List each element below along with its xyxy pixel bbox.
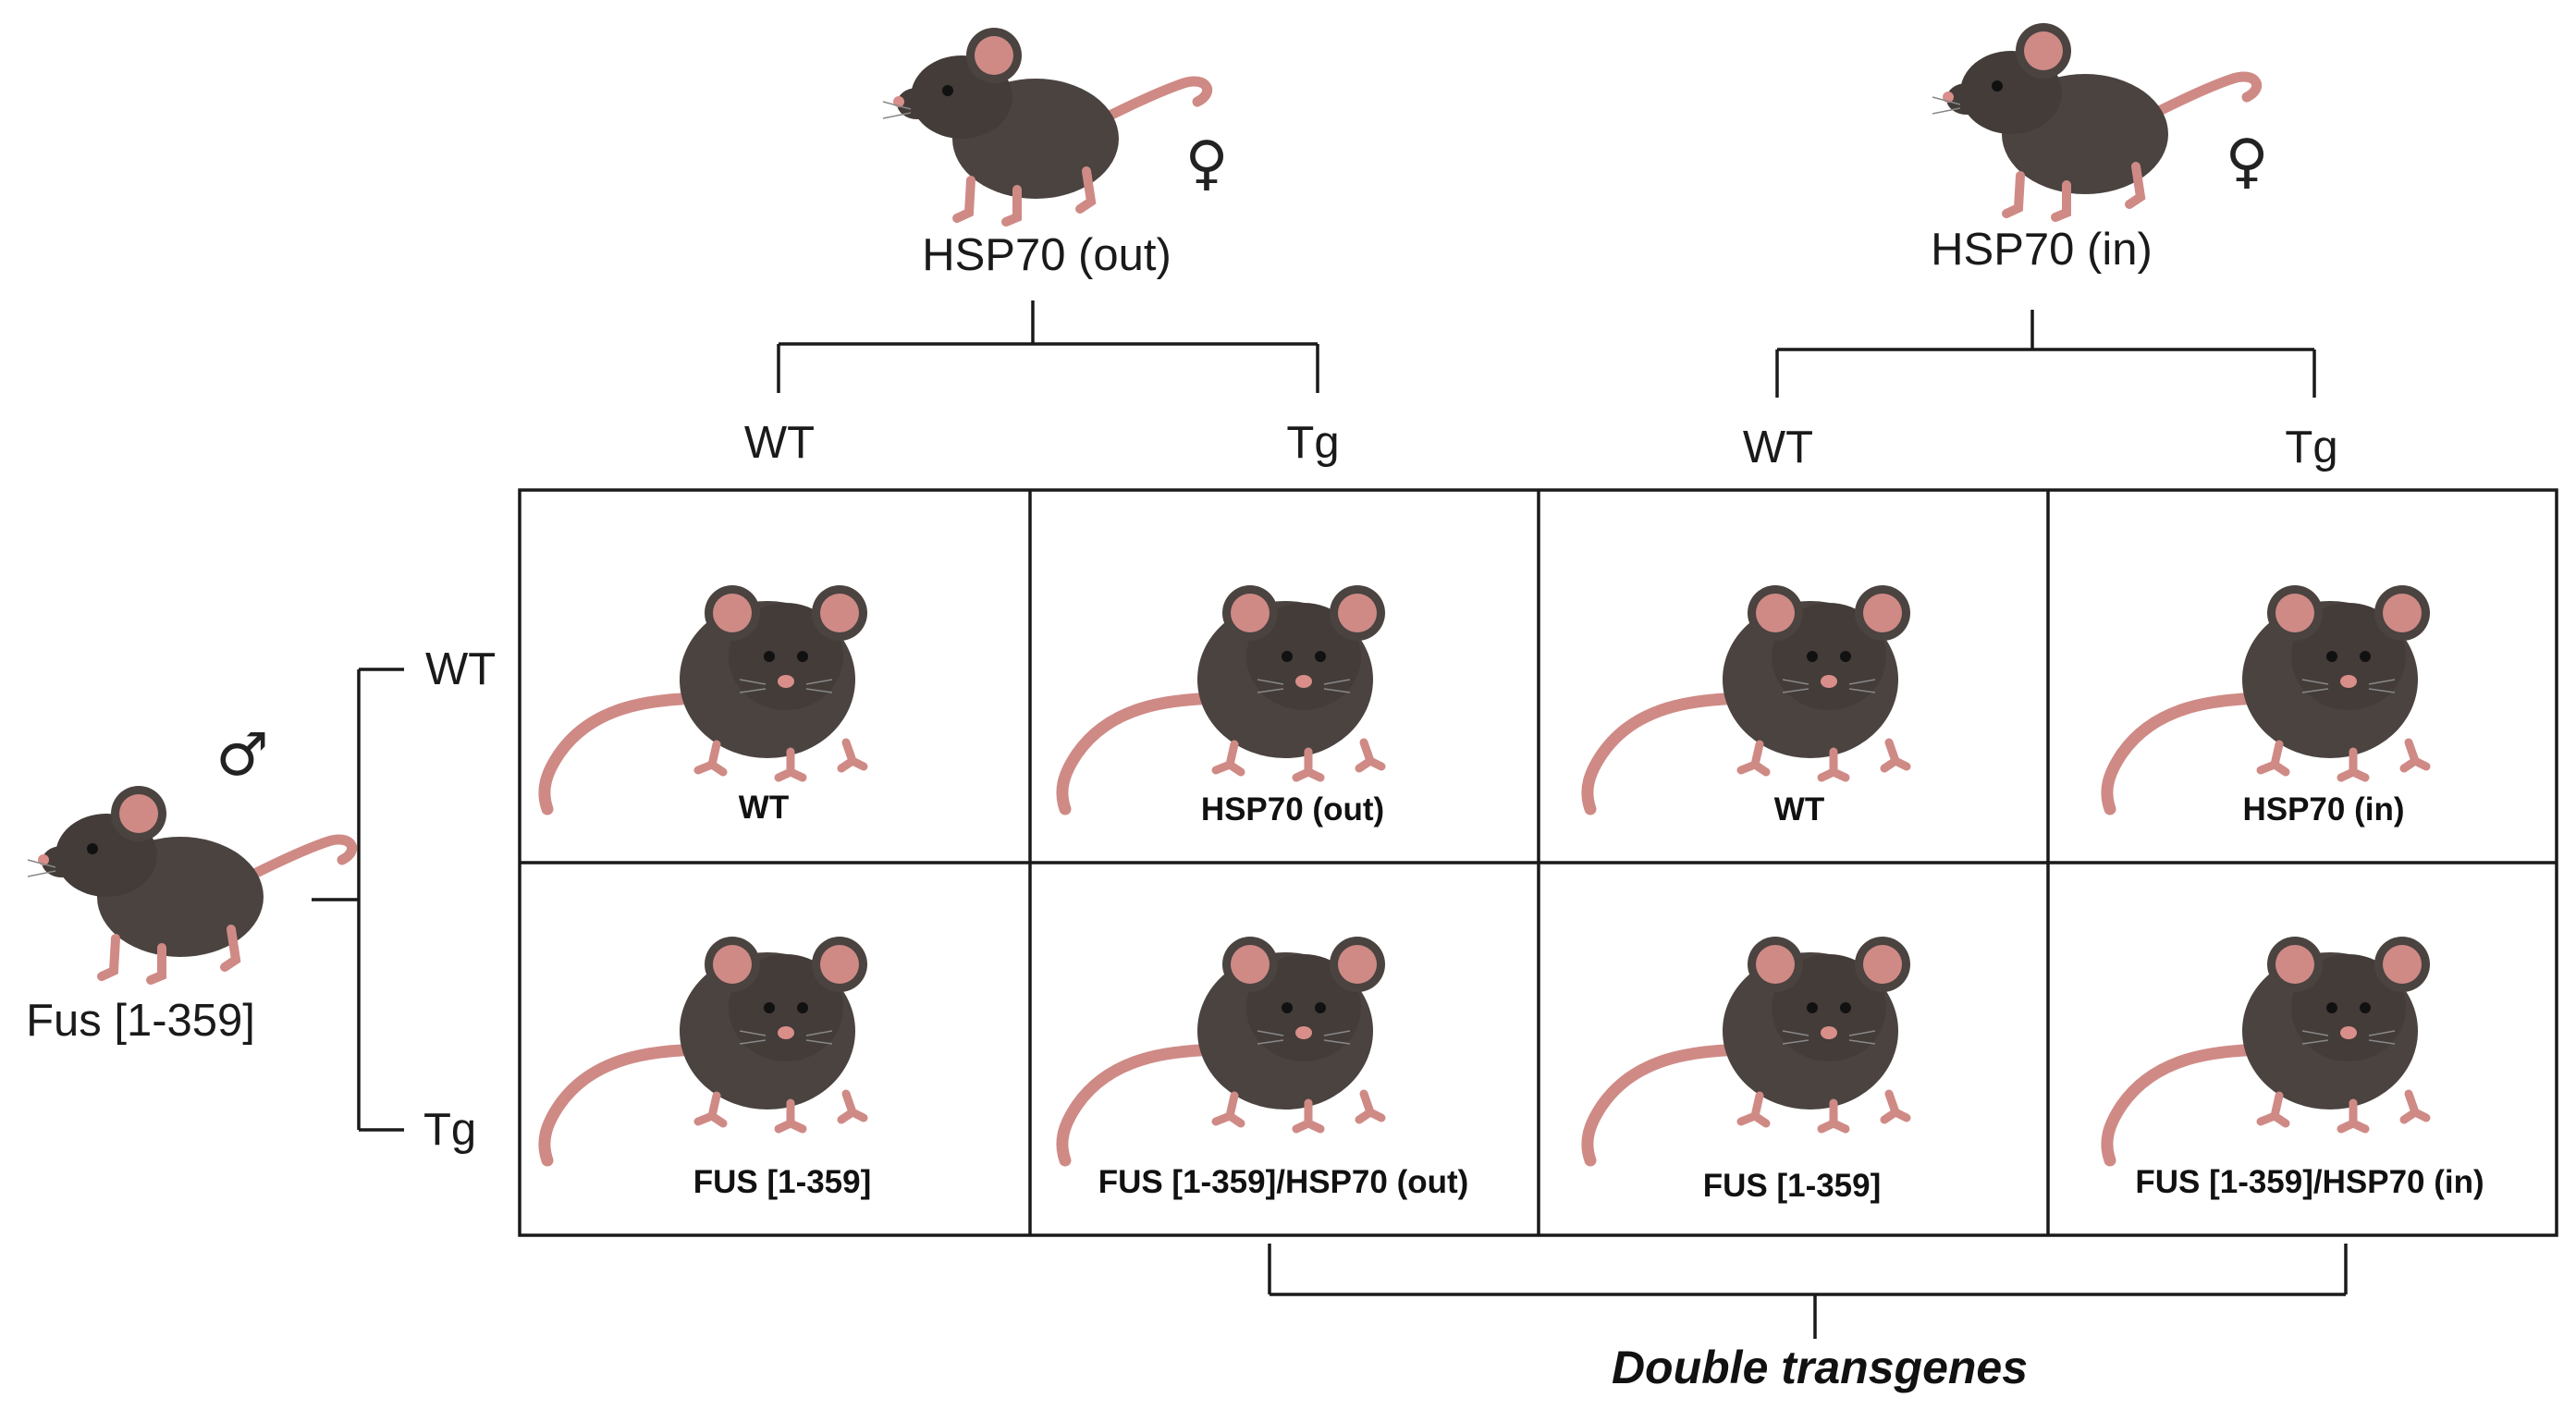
grid-cell: FUS [1-359] (545, 937, 871, 1200)
grid-cell: HSP70 (out) (1062, 585, 1385, 828)
cell-label: WT (739, 790, 789, 826)
col-label-1: WT (744, 418, 815, 468)
female-mouse-in-icon (1932, 23, 2257, 217)
cell-label: FUS [1-359]/HSP70 (in) (2135, 1164, 2484, 1200)
parent-label-hsp70-in: HSP70 (in) (1931, 225, 2153, 275)
row-label-1: WT (425, 644, 496, 694)
grid-cell: HSP70 (in) (2107, 585, 2430, 828)
col-label-4: Tg (2285, 423, 2337, 472)
female-symbol-in: ♀ (2226, 128, 2269, 196)
cell-label: FUS [1-359] (693, 1164, 872, 1200)
parent-label-hsp70-out: HSP70 (out) (922, 230, 1171, 280)
parent-hsp70-in: ♀ HSP70 (in) (1931, 23, 2268, 275)
mouse-icon (1062, 585, 1385, 809)
cell-label: FUS [1-359]/HSP70 (out) (1098, 1164, 1469, 1200)
cell-label: FUS [1-359] (1703, 1168, 1882, 1204)
bracket-left (312, 668, 404, 1132)
male-symbol: ♂ (215, 721, 268, 790)
bracket-top-in (1775, 310, 2316, 398)
male-mouse-icon (28, 786, 352, 980)
col-label-3: WT (1743, 423, 1813, 472)
punnett-grid (518, 488, 2558, 1237)
mouse-icon (545, 585, 867, 809)
mouse-icon (1588, 937, 1910, 1160)
col-label-2: Tg (1286, 418, 1339, 468)
mouse-icon (2107, 585, 2430, 809)
bracket-top-out (777, 300, 1319, 393)
mouse-icon (1588, 585, 1910, 809)
double-transgenes-label: Double transgenes (1612, 1342, 2028, 1393)
female-symbol-out: ♀ (1185, 129, 1229, 198)
grid-cell: FUS [1-359]/HSP70 (in) (2107, 937, 2484, 1200)
mouse-icon (1062, 937, 1385, 1160)
parent-fus: ♂ Fus [1-359] (26, 721, 352, 1046)
grid-cell: FUS [1-359]/HSP70 (out) (1062, 937, 1468, 1200)
row-label-2: Tg (423, 1105, 476, 1155)
grid-cell: WT (1588, 585, 1910, 828)
mouse-icon (545, 937, 867, 1160)
parent-hsp70-out: ♀ HSP70 (out) (883, 28, 1228, 280)
grid-cell: WT (545, 585, 867, 826)
parent-label-fus: Fus [1-359] (26, 996, 255, 1046)
cell-label: HSP70 (out) (1201, 791, 1384, 828)
bracket-double-transgenes (1268, 1244, 2348, 1339)
grid-cell: FUS [1-359] (1588, 937, 1910, 1204)
mouse-icon (2107, 937, 2430, 1160)
female-mouse-out-icon (883, 28, 1208, 222)
cell-label: HSP70 (in) (2242, 791, 2404, 828)
cell-label: WT (1774, 791, 1824, 828)
